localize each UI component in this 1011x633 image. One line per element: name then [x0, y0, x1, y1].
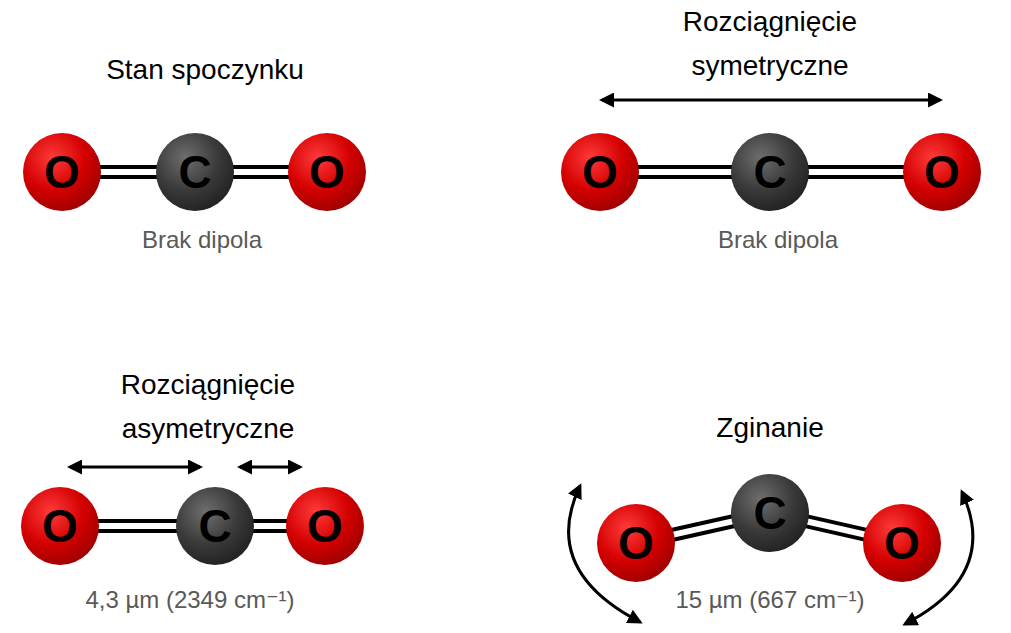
- element-symbol: O: [884, 520, 920, 566]
- oxygen-atom: O: [597, 504, 675, 582]
- double-bond: [635, 167, 735, 177]
- panel-title: Rozciągnięcie asymetryczne: [83, 363, 333, 451]
- double-bond: [803, 516, 869, 540]
- element-symbol: O: [309, 149, 345, 195]
- stretch-arrow: [602, 99, 940, 102]
- panel-title: Rozciągnięcie symetryczne: [645, 0, 895, 88]
- oxygen-atom: O: [288, 133, 366, 211]
- element-symbol: O: [924, 149, 960, 195]
- oxygen-atom: O: [286, 487, 364, 565]
- element-symbol: O: [42, 503, 78, 549]
- element-symbol: O: [44, 149, 80, 195]
- stretch-arrow: [240, 466, 300, 469]
- oxygen-atom: O: [561, 133, 639, 211]
- carbon-atom: C: [156, 133, 234, 211]
- element-symbol: C: [178, 149, 211, 195]
- panel-title: Stan spoczynku: [55, 48, 355, 92]
- oxygen-atom: O: [23, 133, 101, 211]
- double-bond: [97, 167, 160, 177]
- element-symbol: O: [618, 520, 654, 566]
- oxygen-atom: O: [863, 504, 941, 582]
- double-bond: [95, 521, 180, 531]
- element-symbol: C: [753, 490, 786, 536]
- oxygen-atom: O: [21, 487, 99, 565]
- stretch-arrow: [70, 466, 200, 469]
- element-symbol: O: [307, 503, 343, 549]
- double-bond: [805, 167, 907, 177]
- double-bond: [250, 521, 290, 531]
- carbon-atom: C: [176, 487, 254, 565]
- panel-title: Zginanie: [645, 406, 895, 450]
- carbon-atom: C: [731, 133, 809, 211]
- wavelength-note: 4,3 µm (2349 cm⁻¹): [30, 585, 350, 615]
- double-bond: [669, 516, 737, 540]
- dipole-note: Brak dipola: [668, 225, 888, 255]
- dipole-note: Brak dipola: [92, 225, 312, 255]
- double-bond: [230, 167, 292, 177]
- element-symbol: O: [582, 149, 618, 195]
- carbon-atom: C: [731, 474, 809, 552]
- wavelength-note: 15 µm (667 cm⁻¹): [620, 585, 920, 615]
- oxygen-atom: O: [903, 133, 981, 211]
- element-symbol: C: [753, 149, 786, 195]
- element-symbol: C: [198, 503, 231, 549]
